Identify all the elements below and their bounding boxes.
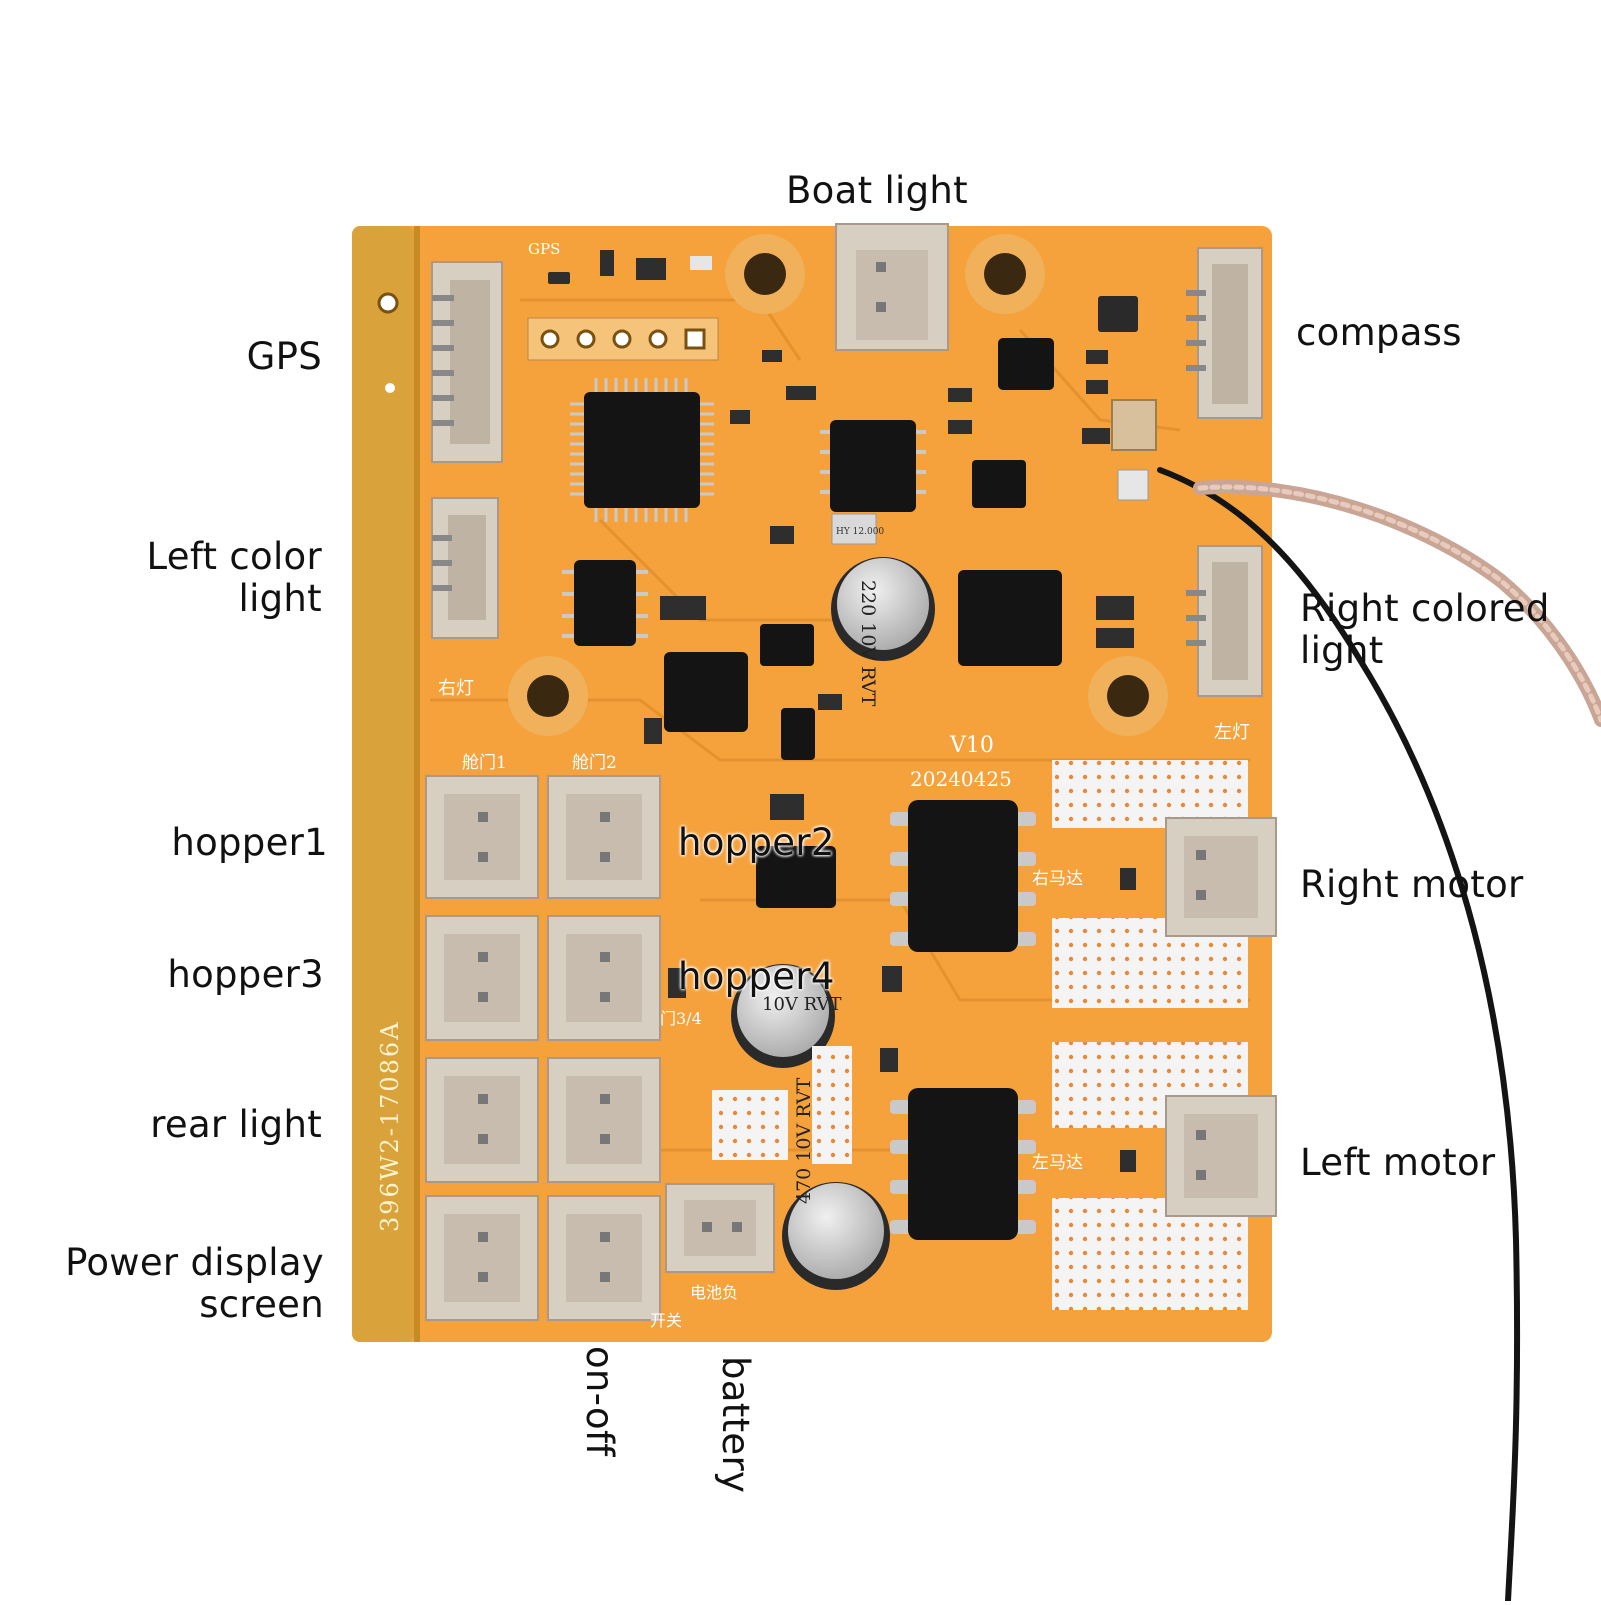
gps-connector <box>431 261 503 463</box>
smd-components <box>548 250 1136 1172</box>
label-left-color-light-1: Left color <box>146 535 322 578</box>
pcb-left-motor-mark: 左马达 <box>1032 1153 1083 1173</box>
header-pins <box>527 317 719 361</box>
crystal <box>831 513 877 545</box>
label-power-display-2: screen <box>199 1283 324 1326</box>
cap2-mark: 10V RVT <box>762 994 842 1015</box>
antenna-icon <box>1111 399 1601 1604</box>
right-colored-light-connector <box>1186 545 1263 697</box>
board-serial: 396W2-17086A <box>376 1020 404 1232</box>
gold-edge-strip <box>352 226 414 1342</box>
left-motor-connector <box>1165 1095 1277 1217</box>
pcb-gps-mark: GPS <box>528 240 560 258</box>
pcb-hatch1-mark: 舱门1 <box>462 753 507 773</box>
crystal-mark: HY 12.000 <box>836 527 884 537</box>
label-rear-light: rear light <box>150 1103 322 1146</box>
pcb-hatch2-mark: 舱门2 <box>572 753 617 773</box>
pcb-right-motor-mark: 右马达 <box>1032 869 1083 889</box>
mounting-holes <box>508 234 1168 736</box>
label-right-motor: Right motor <box>1300 863 1524 906</box>
pcb-hatch34-mark: 门3/4 <box>660 1009 702 1028</box>
cap1-mark: 220 10V RVT <box>857 580 879 707</box>
label-left-motor: Left motor <box>1300 1141 1496 1184</box>
label-boat-light: Boat light <box>786 169 968 212</box>
label-on-off: on-off <box>578 1346 621 1457</box>
pcb-switch-mark: 开关 <box>650 1311 682 1330</box>
pcb-right-light-mark: 右灯 <box>438 678 474 699</box>
pcb-silkscreen: 396W2-17086A V10 20240425 GPS 右灯 左灯 舱门1 … <box>376 240 1250 1330</box>
label-right-colored-light-1: Right colored <box>1300 587 1550 630</box>
microcontroller-chip <box>570 378 714 522</box>
ic-chips <box>574 296 1138 908</box>
label-right-colored-light-2: light <box>1300 629 1384 672</box>
label-hopper2: hopper2 <box>678 821 835 864</box>
label-battery: battery <box>714 1356 757 1494</box>
solder-pads <box>712 760 1248 1310</box>
motor-driver-chips <box>890 800 1036 1240</box>
boat-light-connector <box>835 223 949 351</box>
pcb-battery-mark: 电池负 <box>690 1283 738 1302</box>
label-hopper3: hopper3 <box>167 953 324 996</box>
label-hopper4: hopper4 <box>678 955 835 998</box>
capacitor-icon <box>731 557 935 1290</box>
label-compass: compass <box>1296 311 1462 354</box>
board-version: V10 <box>949 733 994 758</box>
right-motor-connector <box>1165 817 1277 937</box>
label-left-color-light-2: light <box>238 577 322 620</box>
compass-connector <box>1186 247 1263 419</box>
label-power-display-1: Power display <box>65 1241 324 1284</box>
board-date: 20240425 <box>910 767 1012 791</box>
mount-hole <box>377 292 399 314</box>
label-hopper1: hopper1 <box>171 821 328 864</box>
pcb-left-light-mark: 左灯 <box>1214 722 1250 743</box>
cap3-mark: 470 10V RVT <box>793 1077 815 1204</box>
label-gps: GPS <box>246 335 322 378</box>
connector-grid <box>425 775 775 1321</box>
left-color-light-connector <box>431 497 499 639</box>
